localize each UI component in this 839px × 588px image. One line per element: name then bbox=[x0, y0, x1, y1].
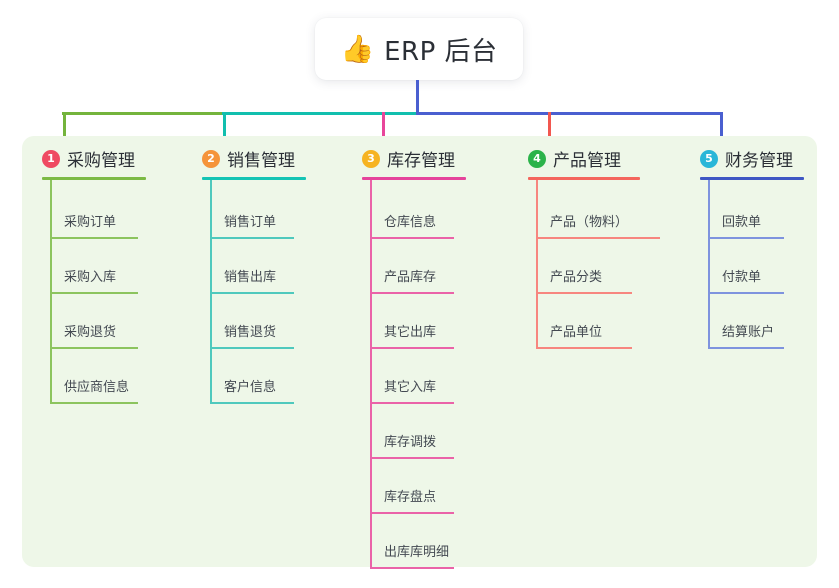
drop-line-5 bbox=[720, 112, 723, 140]
leaf-item[interactable]: 客户信息 bbox=[224, 380, 277, 395]
column-spine-5 bbox=[708, 180, 710, 349]
leaf-item[interactable]: 库存调拨 bbox=[384, 435, 437, 450]
drop-line-1 bbox=[63, 112, 66, 140]
column-title-3: 库存管理 bbox=[387, 151, 455, 171]
leaf-rule bbox=[708, 237, 784, 239]
leaf-rule bbox=[50, 347, 138, 349]
leaf-item[interactable]: 产品单位 bbox=[550, 325, 603, 340]
leaf-item[interactable]: 销售出库 bbox=[224, 270, 277, 285]
leaf-rule bbox=[210, 237, 294, 239]
leaf-rule bbox=[370, 567, 454, 569]
leaf-item[interactable]: 采购退货 bbox=[64, 325, 117, 340]
leaf-rule bbox=[370, 457, 454, 459]
leaf-rule bbox=[370, 292, 454, 294]
leaf-rule bbox=[370, 347, 454, 349]
column-rule-5 bbox=[700, 177, 804, 180]
leaf-item[interactable]: 付款单 bbox=[722, 270, 762, 285]
bus-line-blue bbox=[416, 112, 723, 115]
leaf-rule bbox=[210, 402, 294, 404]
leaf-item[interactable]: 产品库存 bbox=[384, 270, 437, 285]
bus-line-green bbox=[62, 112, 223, 115]
leaf-rule bbox=[536, 347, 632, 349]
leaf-item[interactable]: 出库库明细 bbox=[384, 545, 450, 560]
drop-line-4 bbox=[548, 112, 551, 140]
leaf-rule bbox=[370, 402, 454, 404]
column-badge-3: 3 bbox=[362, 149, 380, 168]
title-card[interactable]: 👍 ERP 后台 bbox=[315, 18, 523, 80]
leaf-rule bbox=[210, 347, 294, 349]
column-title-5: 财务管理 bbox=[725, 151, 793, 171]
title-stem-line bbox=[416, 80, 419, 114]
leaf-rule bbox=[370, 237, 454, 239]
leaf-item[interactable]: 产品分类 bbox=[550, 270, 603, 285]
drop-line-3 bbox=[382, 112, 385, 140]
column-title-1: 采购管理 bbox=[67, 151, 135, 171]
leaf-item[interactable]: 采购入库 bbox=[64, 270, 117, 285]
column-rule-4 bbox=[528, 177, 640, 180]
column-header-2[interactable]: 2 销售管理 bbox=[202, 146, 295, 171]
column-rule-2 bbox=[202, 177, 306, 180]
column-title-2: 销售管理 bbox=[227, 151, 295, 171]
column-header-1[interactable]: 1 采购管理 bbox=[42, 146, 135, 171]
leaf-item[interactable]: 仓库信息 bbox=[384, 215, 437, 230]
leaf-rule bbox=[536, 292, 632, 294]
leaf-item[interactable]: 销售退货 bbox=[224, 325, 277, 340]
content-panel bbox=[22, 136, 817, 567]
leaf-item[interactable]: 库存盘点 bbox=[384, 490, 437, 505]
leaf-item[interactable]: 销售订单 bbox=[224, 215, 277, 230]
column-header-3[interactable]: 3 库存管理 bbox=[362, 146, 455, 171]
column-header-4[interactable]: 4 产品管理 bbox=[528, 146, 621, 171]
leaf-rule bbox=[708, 347, 784, 349]
thumbs-up-icon: 👍 bbox=[340, 33, 375, 65]
leaf-rule bbox=[708, 292, 784, 294]
leaf-item[interactable]: 其它入库 bbox=[384, 380, 437, 395]
drop-line-2 bbox=[223, 112, 226, 140]
leaf-rule bbox=[370, 512, 454, 514]
bus-line-teal bbox=[222, 112, 418, 115]
column-rule-1 bbox=[42, 177, 146, 180]
leaf-item[interactable]: 采购订单 bbox=[64, 215, 117, 230]
leaf-rule bbox=[210, 292, 294, 294]
leaf-item[interactable]: 供应商信息 bbox=[64, 380, 130, 395]
column-badge-4: 4 bbox=[528, 149, 546, 168]
column-title-4: 产品管理 bbox=[553, 151, 621, 171]
leaf-item[interactable]: 回款单 bbox=[722, 215, 762, 230]
column-badge-5: 5 bbox=[700, 149, 718, 168]
page-title: ERP 后台 bbox=[384, 36, 498, 67]
leaf-item[interactable]: 产品（物料） bbox=[550, 215, 629, 230]
leaf-item[interactable]: 结算账户 bbox=[722, 325, 775, 340]
column-spine-4 bbox=[536, 180, 538, 349]
column-badge-1: 1 bbox=[42, 149, 60, 168]
column-badge-2: 2 bbox=[202, 149, 220, 168]
leaf-rule bbox=[50, 402, 138, 404]
column-header-5[interactable]: 5 财务管理 bbox=[700, 146, 793, 171]
leaf-rule bbox=[536, 237, 660, 239]
leaf-rule bbox=[50, 292, 138, 294]
leaf-rule bbox=[50, 237, 138, 239]
column-spine-3 bbox=[370, 180, 372, 569]
leaf-item[interactable]: 其它出库 bbox=[384, 325, 437, 340]
column-rule-3 bbox=[362, 177, 466, 180]
